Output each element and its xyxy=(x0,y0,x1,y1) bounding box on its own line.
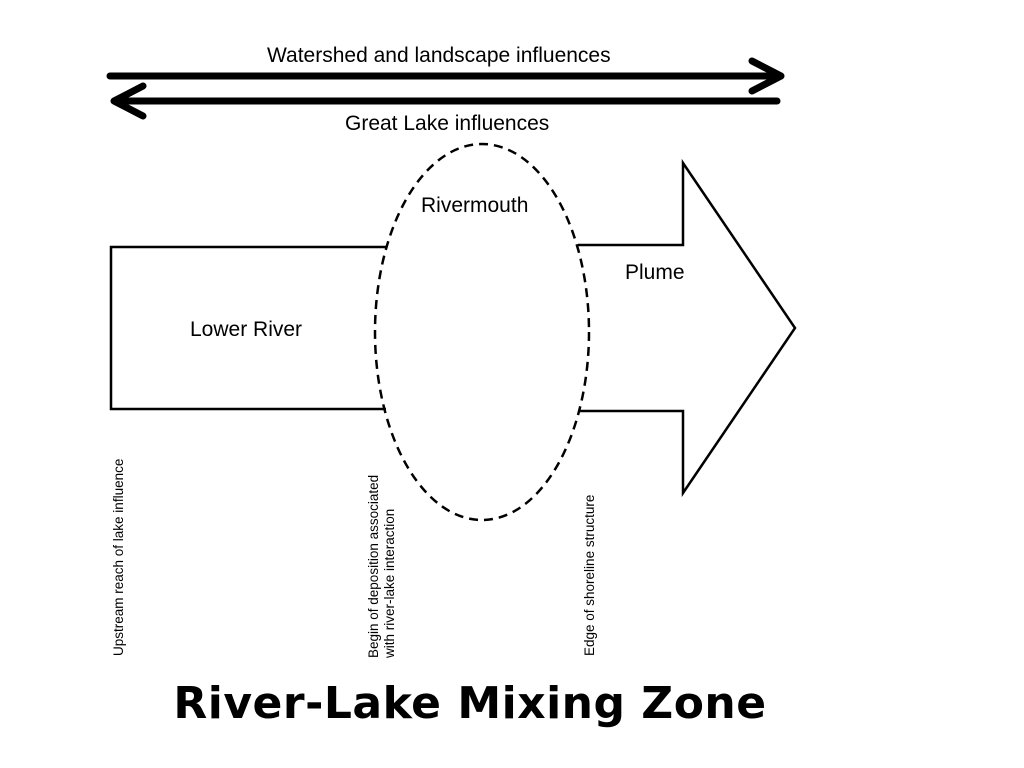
great-lake-influence-label: Great Lake influences xyxy=(345,112,550,135)
plume-label: Plume xyxy=(625,261,685,284)
deposition-boundary-line1: Begin of deposition associated xyxy=(366,474,381,658)
deposition-boundary-label: Begin of deposition associated with rive… xyxy=(366,475,397,658)
deposition-boundary-line2: with river-lake interaction xyxy=(381,508,397,658)
diagram-title: River-Lake Mixing Zone xyxy=(173,678,767,729)
rivermouth-label: Rivermouth xyxy=(421,194,529,217)
shoreline-boundary-label: Edge of shoreline structure xyxy=(582,494,597,656)
watershed-influence-label: Watershed and landscape influences xyxy=(267,44,611,67)
great-lake-influence-arrow xyxy=(110,82,781,120)
upstream-boundary-label: Upstream reach of lake influence xyxy=(111,458,126,656)
rivermouth-ellipse xyxy=(373,142,591,522)
lower-river-shape xyxy=(109,245,386,411)
plume-arrow-shape xyxy=(578,158,797,498)
watershed-influence-arrow xyxy=(106,57,785,95)
lower-river-label: Lower River xyxy=(190,318,303,341)
